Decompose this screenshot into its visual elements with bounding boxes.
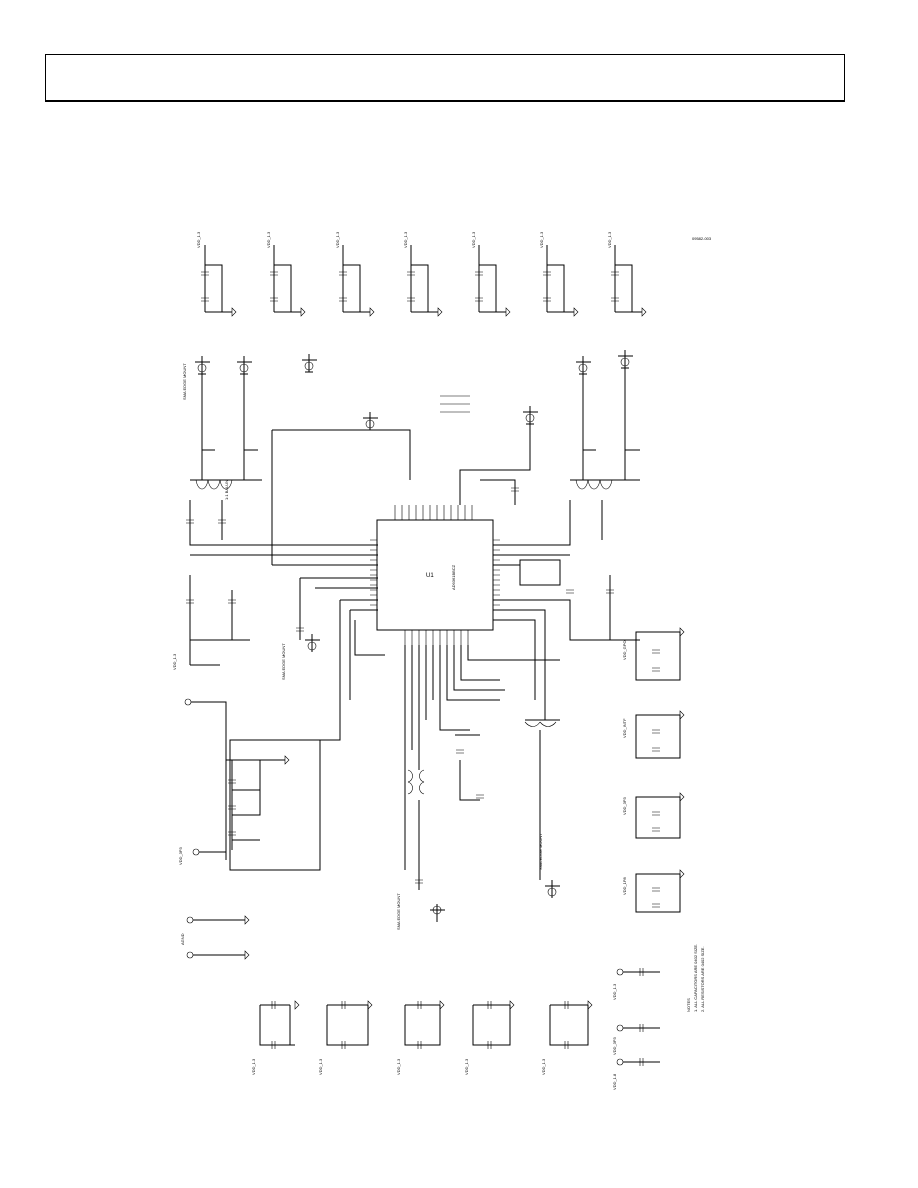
top-decoupling-block-5: VDD_1.3	[471, 231, 511, 317]
sma-label-bottom-right: SMA EDGE MOUNT	[538, 833, 543, 870]
sma-label-bottom-left: SMA EDGE MOUNT	[396, 893, 401, 930]
bottom-decoupling-row: VDD_1.3 VDD_1.3 VDD_1.3 VDD_1.3 VDD_1.3	[251, 1000, 593, 1075]
top-decoupling-block-6: VDD_1.3	[539, 231, 579, 317]
top-net-label-6: VDD_1.3	[539, 231, 544, 248]
bottom-decoupling-block-3: VDD_1.3	[396, 1000, 445, 1075]
power-input-label-3: VDD_1.8	[612, 1073, 617, 1090]
sma-connector-4	[363, 412, 378, 431]
top-decoupling-block-2: VDD_1.3	[266, 231, 306, 317]
bottom-net-label-4: VDD_1.3	[464, 1058, 469, 1075]
top-net-label-4: VDD_1.3	[403, 231, 408, 248]
bottom-right-power-inputs: VDD_1.3 VDD_3P3 VDD_1.8	[612, 968, 660, 1090]
supply-box-4: VDD_1P8	[622, 869, 685, 913]
ic-reference: U1	[426, 573, 434, 579]
bottom-net-label-5: VDD_1.3	[541, 1058, 546, 1075]
ground-label-1: AGND	[180, 933, 185, 945]
main-ic: U1 AD9361BBCZ	[370, 505, 500, 645]
page-header-frame	[45, 54, 845, 102]
right-supply-label-2: VDD_INTF	[622, 718, 627, 738]
top-net-label-5: VDD_1.3	[471, 231, 476, 248]
supply-box-1: VDD_GPO	[622, 627, 685, 681]
sma-connector-7	[618, 350, 633, 369]
note-1: 1. ALL CAPACITORS ARE 0402 SIZE.	[693, 944, 698, 1012]
ground-symbols-bottom-left: AGND	[180, 915, 250, 960]
ic-part-number: AD9361BBCZ	[451, 564, 456, 590]
sma-connector-3	[302, 354, 317, 373]
top-net-label-7: VDD_1.3	[607, 231, 612, 248]
top-decoupling-row: VDD_1.3 VDD_1.3 VDD_1.3 VDD_1.3 VDD_1.3	[196, 231, 712, 317]
bottom-net-label-3: VDD_1.3	[396, 1058, 401, 1075]
clock-section: SMA EDGE MOUNT	[396, 645, 560, 930]
supply-box-3: VDD_3P3	[622, 792, 685, 839]
figure-number: 09582-003	[692, 236, 712, 241]
notes-block: NOTES 1. ALL CAPACITORS ARE 0402 SIZE. 2…	[686, 944, 705, 1012]
sma-connector-6	[576, 356, 591, 375]
right-tx-path: SMA EDGE MOUNT	[459, 368, 640, 898]
sma-label-left-mid: SMA EDGE MOUNT	[281, 643, 286, 680]
right-supply-label-3: VDD_3P3	[622, 796, 627, 815]
left-rx-path: 1:1 BALUN SMA EDGE MOUNT	[186, 374, 411, 871]
supply-box-2: VDD_INTF	[622, 710, 685, 759]
left-power-chain: VDD_1.3 VDD_3P3	[172, 653, 290, 865]
top-net-label-3: VDD_1.3	[335, 231, 340, 248]
top-decoupling-block-3: VDD_1.3	[335, 231, 375, 317]
right-supply-label-4: VDD_1P8	[622, 876, 627, 895]
bottom-decoupling-block-1: VDD_1.3	[251, 1000, 300, 1075]
sma-connector-2	[237, 356, 252, 375]
top-decoupling-block-1: VDD_1.3	[196, 231, 237, 317]
power-pin-label-2: VDD_3P3	[178, 846, 183, 865]
right-supply-label-1: VDD_GPO	[622, 640, 627, 660]
top-net-label-2: VDD_1.3	[266, 231, 271, 248]
bottom-decoupling-block-2: VDD_1.3	[318, 1000, 373, 1075]
power-pin-label-1: VDD_1.3	[172, 653, 177, 670]
bottom-net-label-2: VDD_1.3	[318, 1058, 323, 1075]
notes-heading: NOTES	[686, 998, 691, 1012]
rf-connectors-top: SMA EDGE MOUNT	[182, 350, 633, 431]
balun-label-left: 1:1 BALUN	[224, 480, 229, 500]
right-supply-boxes: VDD_GPO VDD_INTF VDD_3P3 VDD_1P8	[622, 627, 685, 913]
note-2: 2. ALL RESISTORS ARE 0402 SIZE.	[700, 946, 705, 1012]
power-input-label-2: VDD_3P3	[612, 1036, 617, 1055]
center-annotation	[440, 395, 470, 413]
sma-connector-1: SMA EDGE MOUNT	[182, 356, 210, 400]
top-decoupling-block-4: VDD_1.3	[403, 231, 443, 317]
sma-label-1: SMA EDGE MOUNT	[182, 363, 187, 400]
bottom-decoupling-block-4: VDD_1.3	[464, 1000, 515, 1075]
bottom-net-label-1: VDD_1.3	[251, 1058, 256, 1075]
top-net-label-1: VDD_1.3	[196, 231, 201, 248]
top-decoupling-block-7: VDD_1.3	[607, 231, 647, 317]
power-input-label-1: VDD_1.3	[612, 983, 617, 1000]
bottom-decoupling-block-5: VDD_1.3	[541, 1000, 593, 1075]
